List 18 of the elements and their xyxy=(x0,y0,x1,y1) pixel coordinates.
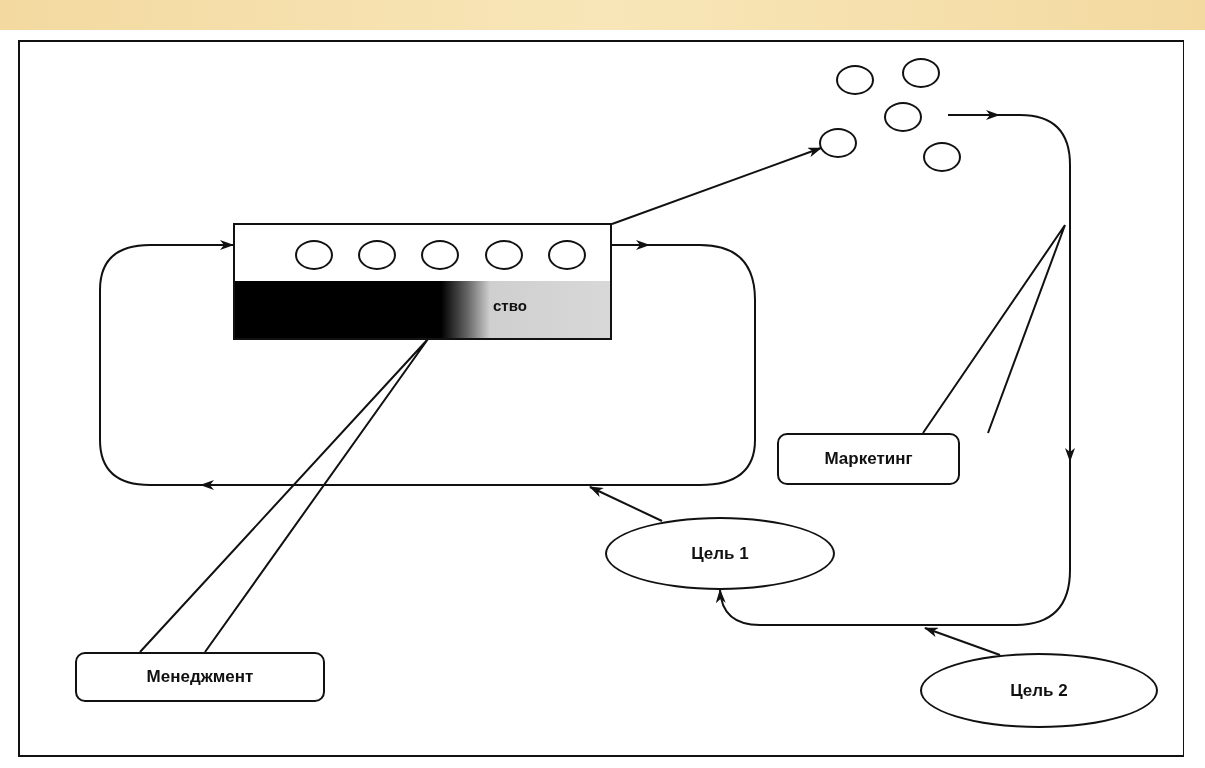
circle-shape xyxy=(485,240,523,270)
callout-box xyxy=(777,433,960,485)
box-label: ство xyxy=(493,297,527,314)
circle-shape xyxy=(548,240,586,270)
circle-shape xyxy=(884,102,922,132)
circle-shape xyxy=(819,128,857,158)
node-label: Маркетинг xyxy=(824,449,913,469)
callout-box xyxy=(75,652,325,702)
node-label: Цель 1 xyxy=(691,543,749,564)
circle-shape xyxy=(902,58,940,88)
node-label: Цель 2 xyxy=(1010,680,1068,701)
circle-shape xyxy=(295,240,333,270)
circle-shape xyxy=(421,240,459,270)
circle-shape xyxy=(923,142,961,172)
circle-shape xyxy=(836,65,874,95)
process-box xyxy=(233,223,612,340)
node-label: Менеджмент xyxy=(146,667,254,687)
circle-shape xyxy=(358,240,396,270)
